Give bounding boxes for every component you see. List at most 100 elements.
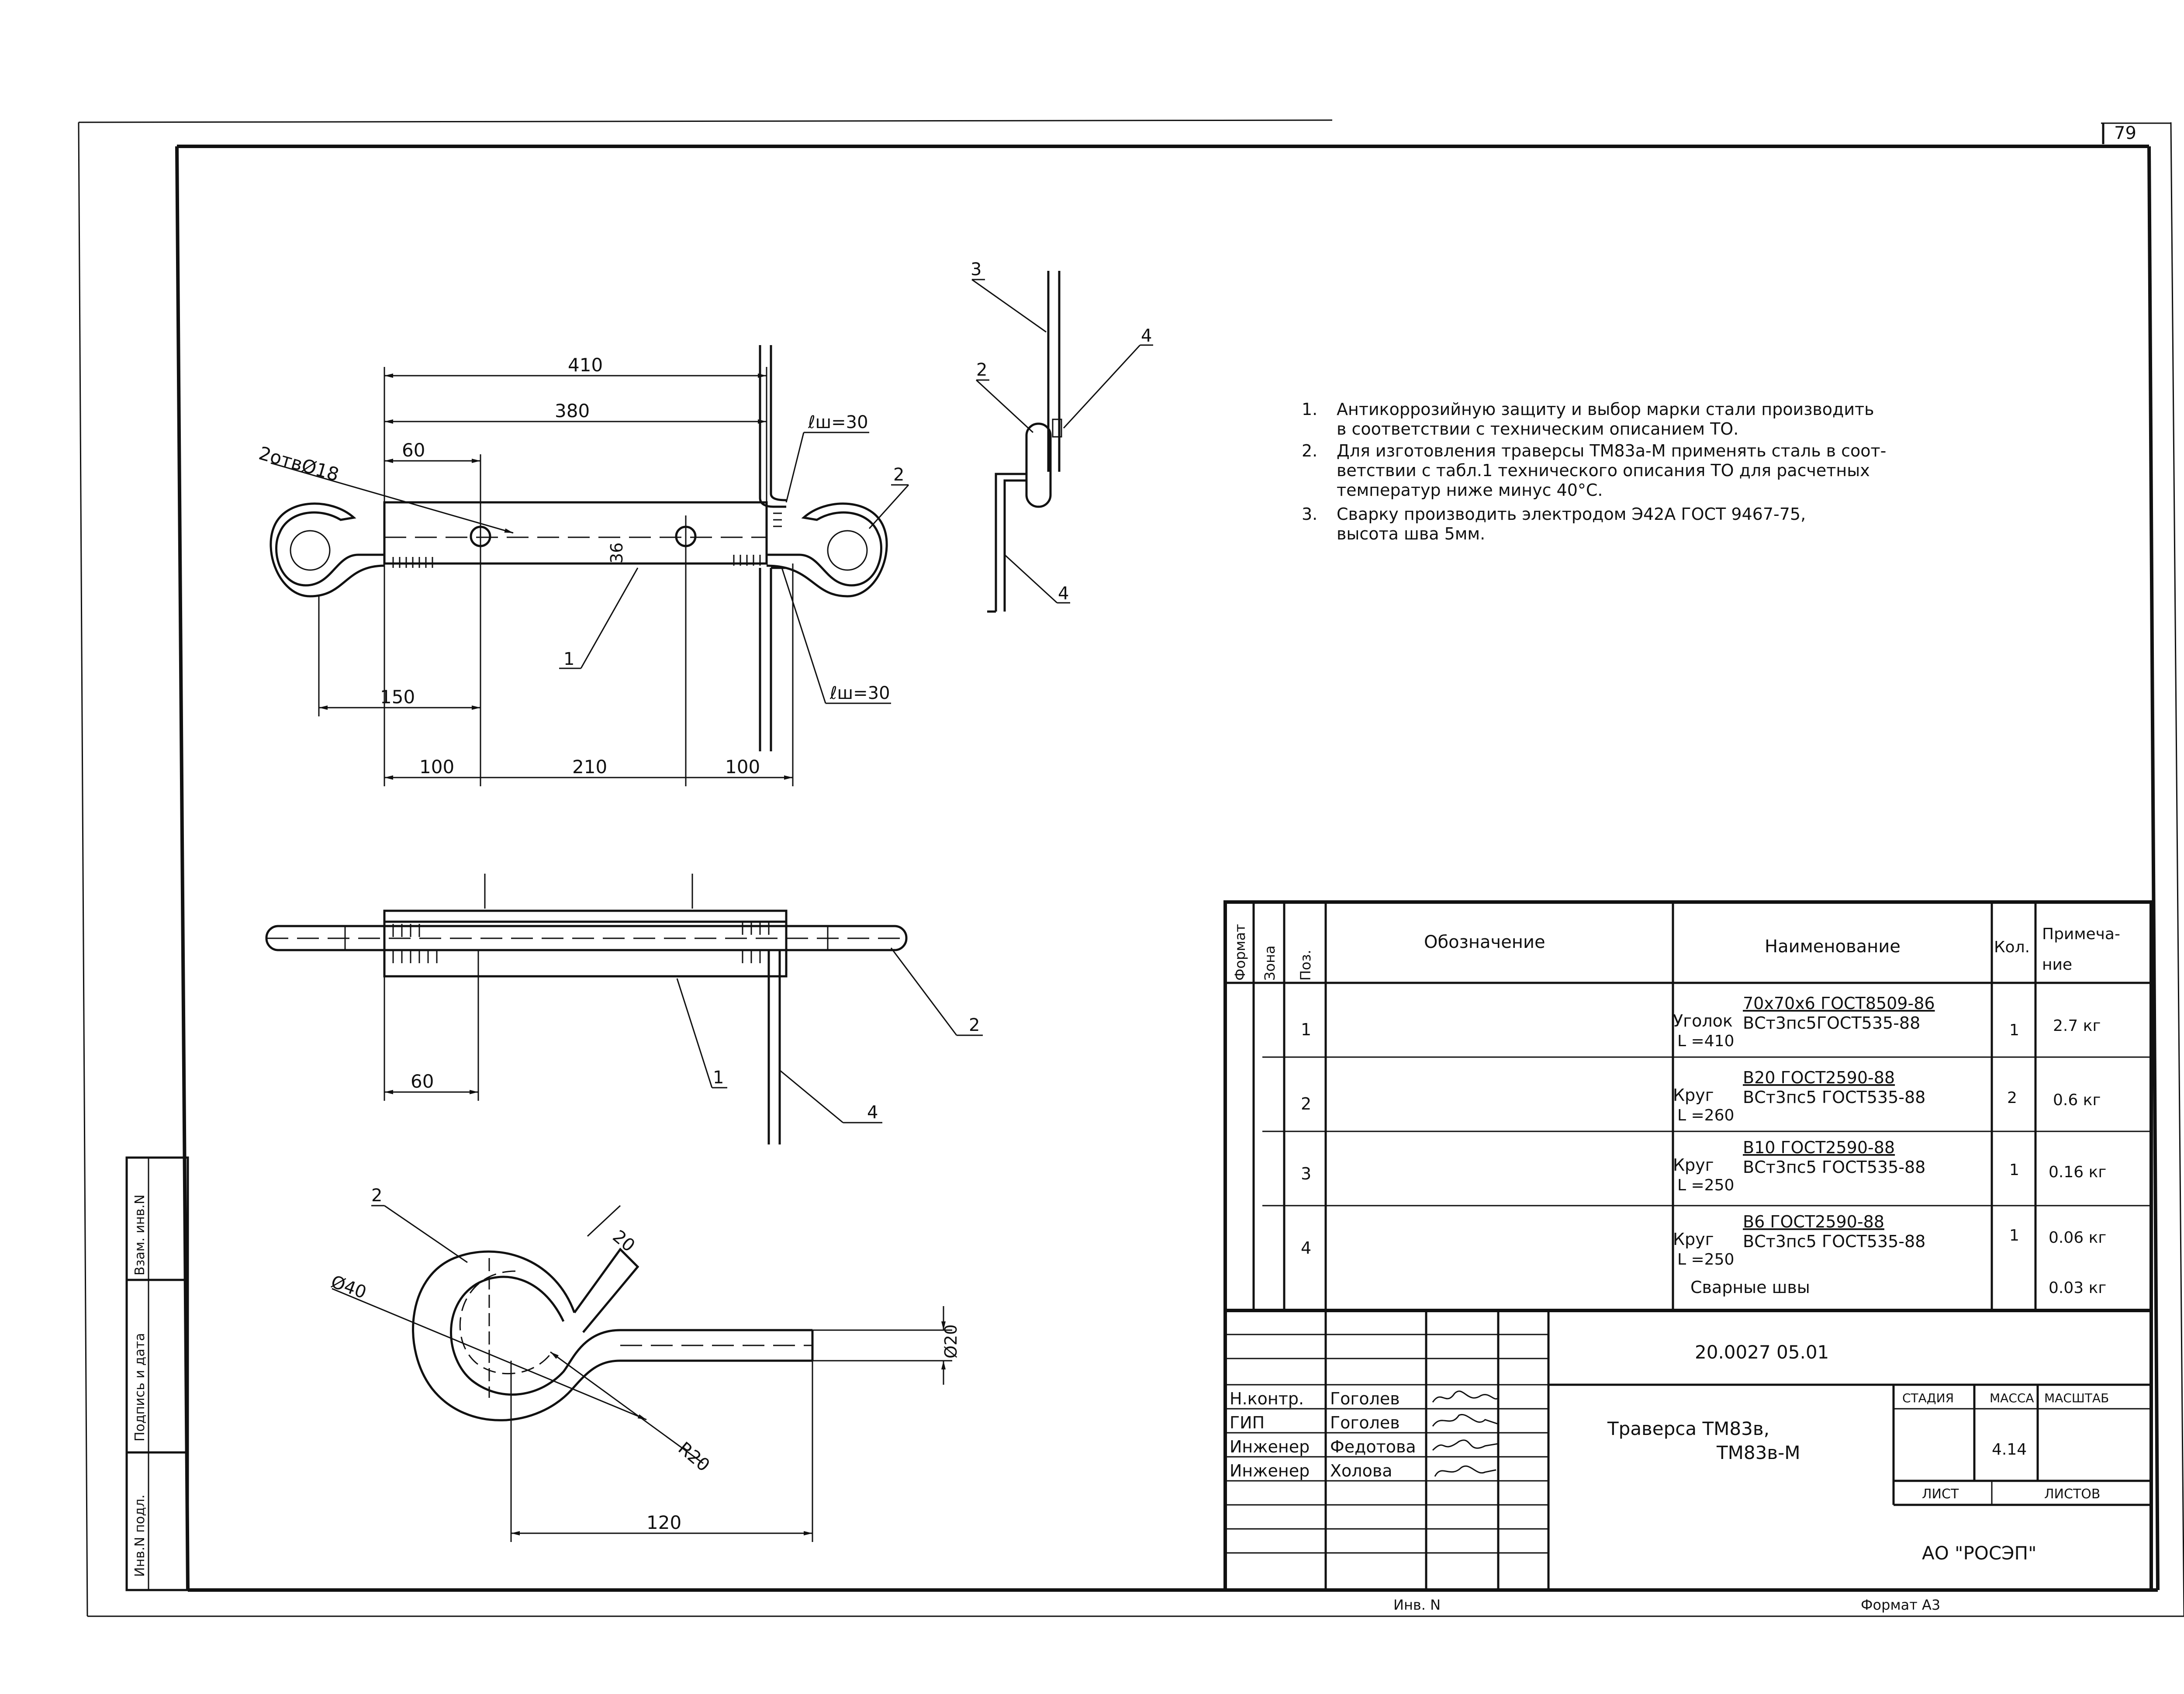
hdr-qty: Кол. <box>1994 938 2030 956</box>
hdr-name: Наименование <box>1765 937 1901 957</box>
note-2-line-1: Для изготовления траверсы ТМ83а-М примен… <box>1337 441 1886 460</box>
row1-qty: 1 <box>2009 1021 2019 1039</box>
bottom-inv: Инв. N <box>1393 1597 1441 1613</box>
hdr-designation: Обозначение <box>1424 932 1545 952</box>
front-pos-4: 4 <box>867 1103 878 1123</box>
hook-pos-2: 2 <box>371 1186 382 1206</box>
plan-pos-2: 2 <box>893 465 904 485</box>
company: АО "РОСЭП" <box>1922 1542 2036 1564</box>
row3-bottom: ВСт3пс5 ГОСТ535-88 <box>1743 1158 1925 1177</box>
mass-value: 4.14 <box>1992 1441 2027 1459</box>
stamp-orig-inv: Инв.N подл. <box>132 1494 148 1577</box>
row4-top: В6 ГОСТ2590-88 <box>1743 1212 1884 1231</box>
front-pos-2: 2 <box>969 1015 980 1035</box>
hook-r-20: R20 <box>674 1438 714 1476</box>
signer-3-name: Федотова <box>1330 1437 1416 1456</box>
handwritten-signatures <box>1432 1390 1499 1477</box>
hook-dia-20: Ø20 <box>941 1324 961 1359</box>
stamp-sign-date: Подпись и дата <box>132 1333 148 1442</box>
row2-kind: Круг <box>1673 1086 1714 1105</box>
side-pos-4b: 4 <box>1058 584 1069 604</box>
hook-dia-40: Ø40 <box>328 1272 369 1303</box>
row3-note: 0.16 кг <box>2049 1163 2106 1181</box>
note-2-num: 2. <box>1302 441 1317 460</box>
inner-frame <box>175 145 2160 1592</box>
dim-380: 380 <box>555 400 590 422</box>
plan-pos-1: 1 <box>563 649 574 669</box>
weld-top: ℓш=30 <box>808 412 868 432</box>
title-line-2: ТМ83в-М <box>1716 1442 1800 1463</box>
side-pos-4a: 4 <box>1141 326 1152 346</box>
side-pos-3: 3 <box>971 259 981 280</box>
row2-top: В20 ГОСТ2590-88 <box>1743 1068 1895 1087</box>
front-dim-60: 60 <box>411 1071 434 1092</box>
row2-pos: 2 <box>1301 1094 1311 1113</box>
hook-dim-20: 20 <box>609 1226 639 1256</box>
row1-pos: 1 <box>1301 1020 1311 1039</box>
dim-410: 410 <box>568 354 603 376</box>
row4-pos: 4 <box>1301 1238 1311 1258</box>
side-view: 3 2 4 4 <box>971 259 1153 613</box>
outer-frame <box>78 119 2184 1617</box>
row3-pos: 3 <box>1301 1164 1311 1183</box>
plan-view: 410 380 60 2отвØ18 36 150 100 210 100 ℓш… <box>256 345 909 786</box>
row1-len: L =410 <box>1677 1032 1734 1050</box>
note-2-line-3: температур ниже минус 40°С. <box>1337 481 1603 500</box>
row1-bottom: ВСт3пс5ГОСТ535-88 <box>1743 1013 1920 1033</box>
signer-3-role: Инженер <box>1230 1437 1310 1456</box>
dim-100b: 100 <box>725 756 760 778</box>
spec-row-2: 2 Круг В20 ГОСТ2590-88 ВСт3пс5 ГОСТ535-8… <box>1301 1068 2101 1124</box>
row2-bottom: ВСт3пс5 ГОСТ535-88 <box>1743 1088 1925 1107</box>
hdr-zone: Зона <box>1261 945 1278 981</box>
welds-name: Сварные швы <box>1690 1278 1810 1297</box>
hook-dim-120: 120 <box>646 1512 681 1533</box>
note-3-num: 3. <box>1302 505 1317 524</box>
row4-kind: Круг <box>1673 1230 1714 1249</box>
spec-row-4: 4 Круг В6 ГОСТ2590-88 ВСт3пс5 ГОСТ535-88… <box>1301 1212 2106 1297</box>
signer-2-name: Гоголев <box>1330 1413 1400 1432</box>
front-pos-1: 1 <box>713 1068 724 1088</box>
title-line-1: Траверса ТМ83в, <box>1607 1418 1769 1439</box>
hook-view: 120 Ø20 Ø40 R20 20 2 <box>328 1186 961 1542</box>
doc-code: 20.0027 05.01 <box>1695 1341 1829 1363</box>
note-2-line-2: ветствии с табл.1 технического описания … <box>1337 461 1870 480</box>
dim-36: 36 <box>607 543 626 564</box>
row1-kind: Уголок <box>1673 1011 1733 1030</box>
row3-qty: 1 <box>2009 1161 2019 1179</box>
signer-1-name: Гоголев <box>1330 1389 1400 1408</box>
sheet-number-box: 79 <box>2102 123 2136 144</box>
hdr-mass: МАССА <box>1990 1391 2034 1405</box>
spec-row-3: 3 Круг В10 ГОСТ2590-88 ВСт3пс5 ГОСТ535-8… <box>1301 1138 2106 1194</box>
front-view: 60 1 2 4 <box>265 874 983 1144</box>
spec-row-1: 1 Уголок 70х70х6 ГОСТ8509-86 ВСт3пс5ГОСТ… <box>1301 994 2101 1050</box>
dim-210: 210 <box>572 756 607 778</box>
side-pos-2: 2 <box>976 360 987 380</box>
hdr-format: Формат <box>1232 924 1248 981</box>
dim-60-plan: 60 <box>402 439 425 461</box>
hdr-stage: СТАДИЯ <box>1902 1391 1954 1405</box>
spec-table: Формат Зона Поз. Обозначение Наименовани… <box>1223 900 2153 1312</box>
welds-note: 0.03 кг <box>2049 1279 2106 1297</box>
signer-1-role: Н.контр. <box>1230 1389 1304 1408</box>
hdr-scale: МАСШТАБ <box>2044 1391 2109 1405</box>
hdr-note-2: ние <box>2042 956 2072 974</box>
side-stamp: Взам. инв.N Подпись и дата Инв.N подл. <box>125 1156 189 1591</box>
note-3-line-1: Сварку производить электродом Э42А ГОСТ … <box>1337 505 1806 524</box>
signer-2-role: ГИП <box>1230 1413 1265 1432</box>
dim-100a: 100 <box>419 756 454 778</box>
hdr-note-1: Примеча- <box>2042 925 2120 943</box>
title-block: 20.0027 05.01 Траверса ТМ83в, ТМ83в-М СТ… <box>1223 1309 2153 1592</box>
signer-4-role: Инженер <box>1230 1461 1310 1480</box>
hdr-pos: Поз. <box>1297 950 1314 981</box>
row3-kind: Круг <box>1673 1155 1714 1175</box>
row2-qty: 2 <box>2007 1089 2017 1107</box>
note-1-line-1: Антикоррозийную защиту и выбор марки ста… <box>1337 400 1874 419</box>
dim-150: 150 <box>380 686 415 708</box>
row2-note: 0.6 кг <box>2053 1091 2101 1109</box>
row3-top: В10 ГОСТ2590-88 <box>1743 1138 1895 1157</box>
row4-bottom: ВСт3пс5 ГОСТ535-88 <box>1743 1232 1925 1251</box>
sheet-number: 79 <box>2114 123 2136 143</box>
stamp-replace-inv: Взам. инв.N <box>132 1195 148 1276</box>
row1-note: 2.7 кг <box>2053 1017 2101 1035</box>
